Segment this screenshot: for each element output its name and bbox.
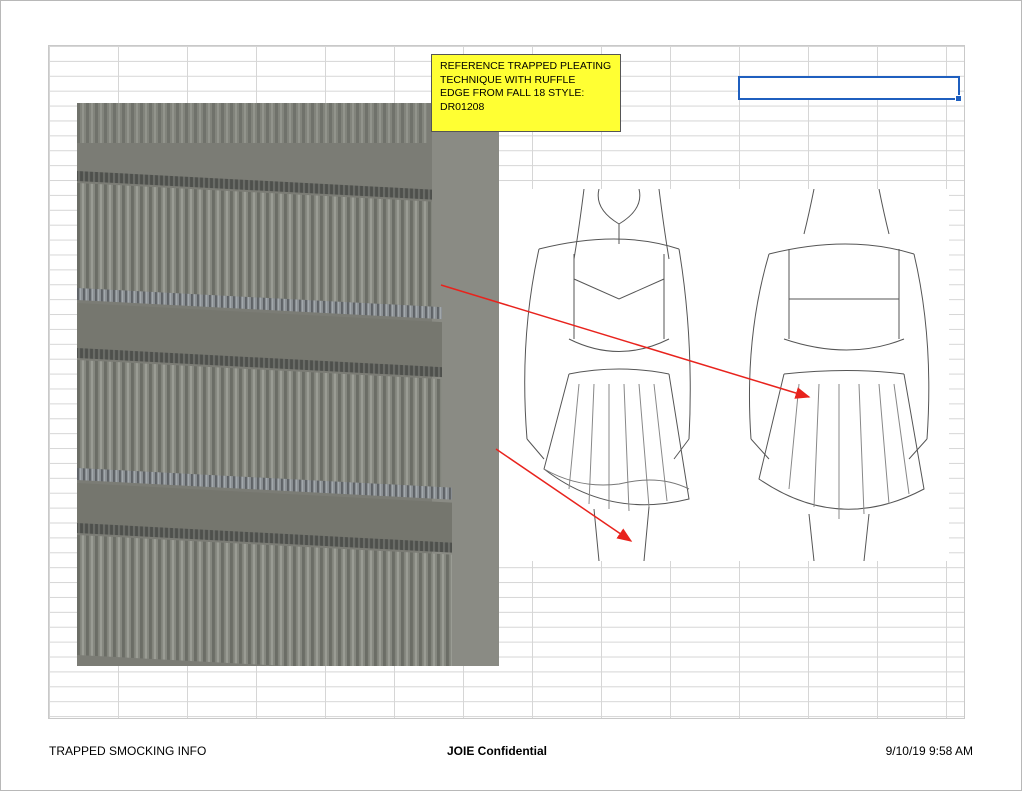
fabric-reference-photo — [77, 103, 499, 666]
comment-note[interactable]: REFERENCE TRAPPED PLEATING TECHNIQUE WIT… — [431, 54, 621, 132]
footer-timestamp: 9/10/19 9:58 AM — [885, 744, 973, 758]
garment-sketch — [499, 189, 949, 561]
footer-confidential: JOIE Confidential — [447, 744, 548, 758]
fill-handle[interactable] — [955, 95, 962, 102]
selected-cell[interactable] — [738, 76, 962, 102]
sketch-front-view — [524, 189, 691, 561]
footer-title: TRAPPED SMOCKING INFO — [49, 744, 207, 758]
sketch-back-view — [748, 189, 930, 561]
